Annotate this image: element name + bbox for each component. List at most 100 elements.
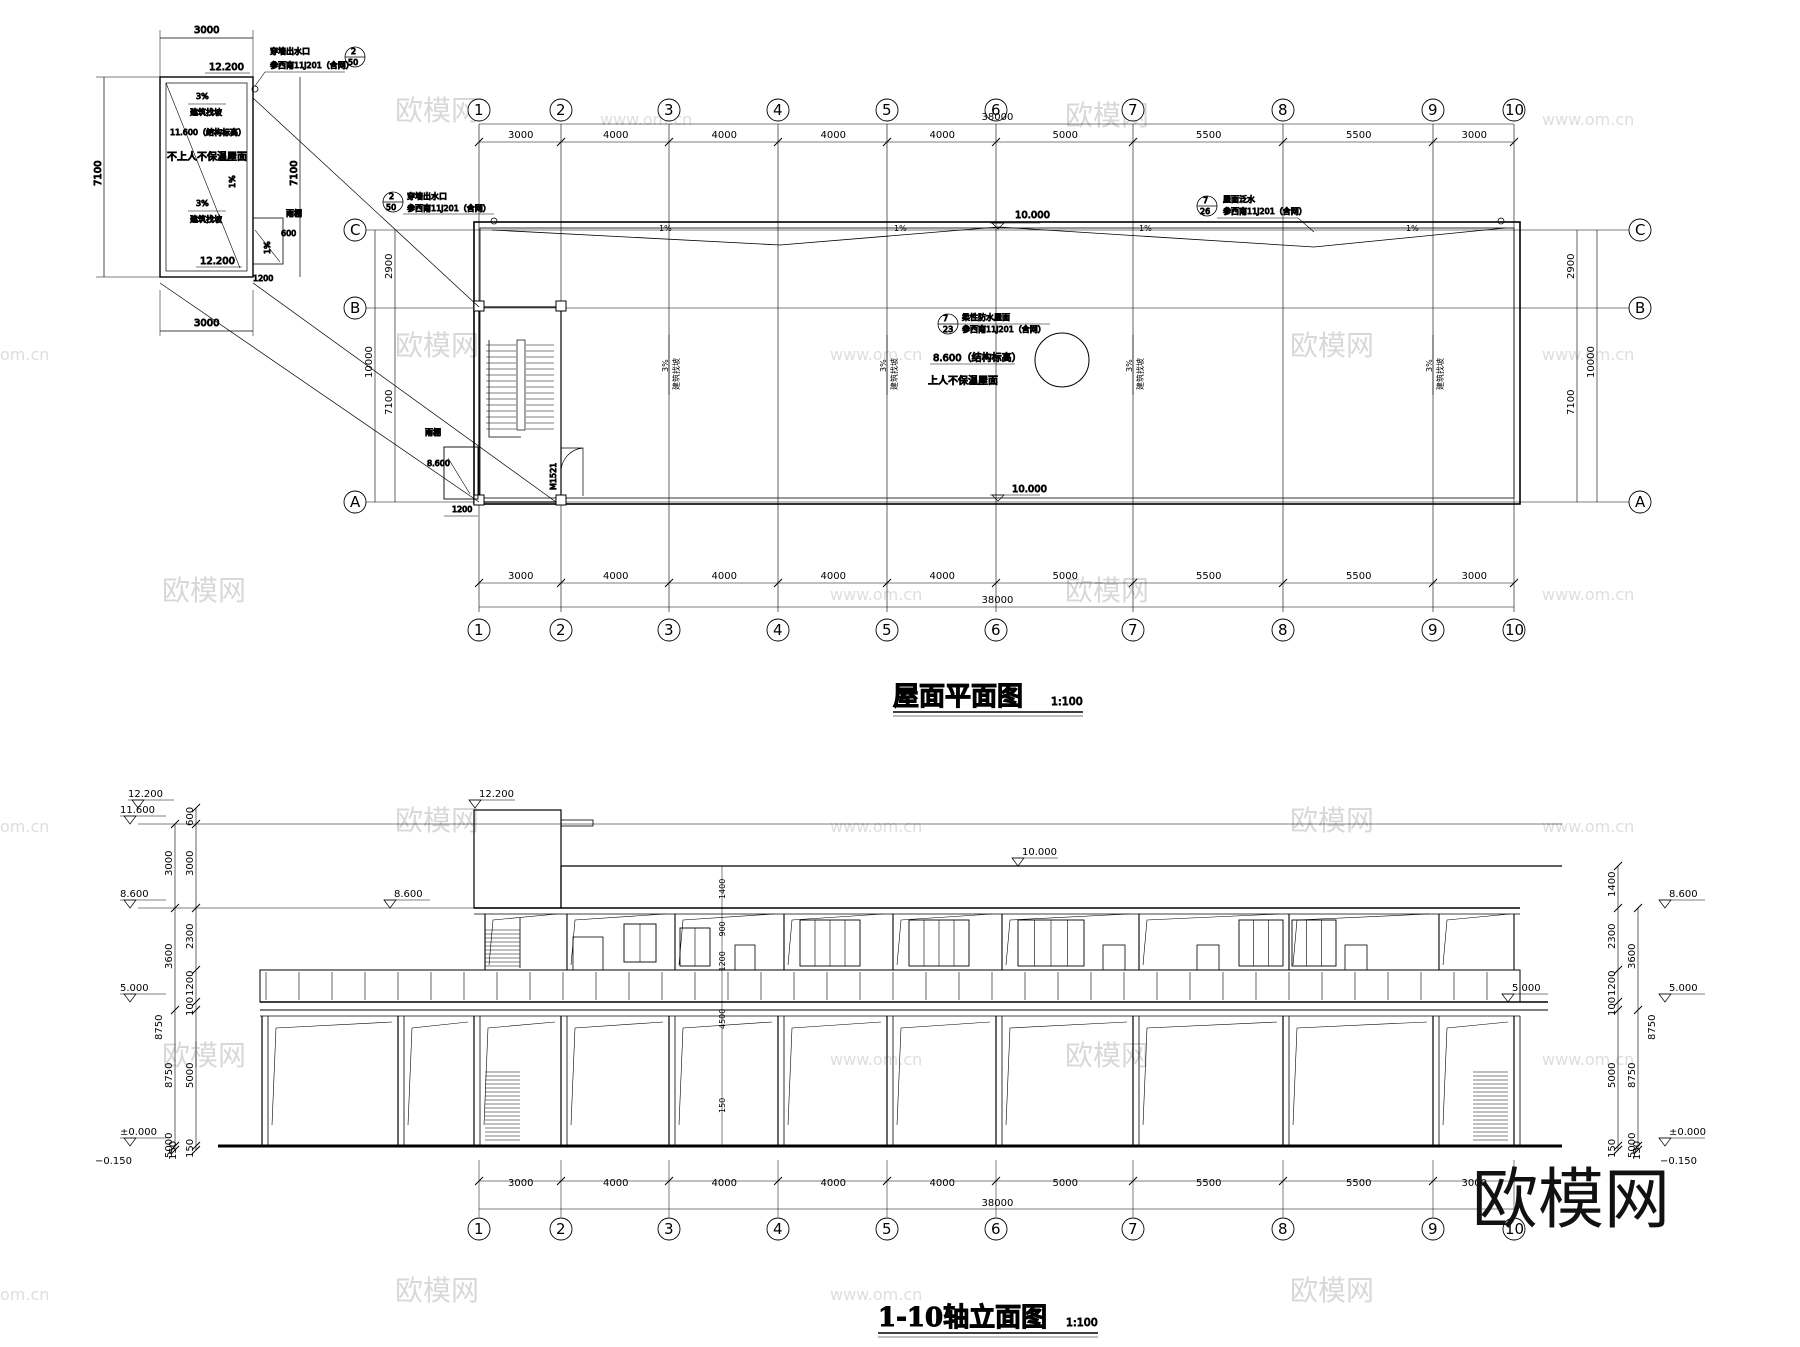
watermark-url: www.om.cn	[1542, 817, 1634, 836]
watermark-url-edge: om.cn	[0, 345, 49, 364]
axis-bubble-4-top	[766, 98, 790, 122]
dim-span-1-top: 3000	[508, 130, 533, 141]
ele-axis-bubble-6	[984, 1217, 1008, 1241]
lvl-right-8600-text: 8.600	[1669, 889, 1698, 900]
vdim-left-inner-label: 600	[185, 807, 196, 826]
slope-1pct: 1%	[659, 224, 672, 233]
dim-total-text-top: 38000	[982, 112, 1014, 123]
axis-bubble-6-bottom	[984, 618, 1008, 642]
inset-inner	[165, 82, 248, 272]
lvl-left-12200-text: 12.200	[128, 789, 163, 800]
axis-label-7-top: 7	[1128, 101, 1138, 119]
watermark-brand: 欧模网	[395, 804, 479, 837]
ele-axis-bubble-9	[1421, 1217, 1445, 1241]
watermark-brand: 欧模网	[395, 329, 479, 362]
outlet-ref-bottom: 26	[1200, 207, 1210, 216]
vdim-left-inner-tick	[191, 1141, 201, 1151]
ele-dim-tick	[882, 1176, 892, 1186]
dim-tick	[474, 578, 484, 588]
corner-logo: 欧模网	[1472, 1161, 1670, 1238]
inset-leader-1	[252, 97, 480, 308]
waterproof-ref-top: 7	[943, 314, 948, 323]
roof-outline	[473, 221, 1521, 505]
ele-axis-label-2: 2	[556, 1220, 566, 1238]
axis-label-6-top: 6	[991, 101, 1001, 119]
inset-shed	[252, 217, 284, 265]
dim-span-8-top: 5500	[1346, 130, 1371, 141]
vdim-left-outer-tick	[170, 903, 180, 913]
dim-span-3-top: 4000	[712, 130, 737, 141]
watermark-brand: 欧模网	[162, 1039, 246, 1072]
slope-1pct: 1%	[894, 224, 907, 233]
axis-bubble-B-right	[1628, 296, 1652, 320]
column-a2	[555, 494, 567, 506]
vdim-right-inner-label: 100	[1607, 997, 1618, 1016]
dim-span-6-top: 5000	[1053, 130, 1078, 141]
vdim-center-label: 1200	[718, 951, 727, 971]
axis-label-10-top: 10	[1505, 101, 1524, 119]
outlet-note: 屋面泛水	[1223, 194, 1255, 204]
elevation-scale: 1:100	[1066, 1316, 1098, 1329]
vdim-right-150: 150	[1632, 1141, 1643, 1160]
axis-label-4-bottom: 4	[773, 621, 783, 639]
vdim-left-inner-tick	[191, 965, 201, 975]
axis-bubble-3-bottom	[657, 618, 681, 642]
lvl-left-8600-text: 8.600	[120, 889, 149, 900]
dim-span-4-top: 4000	[821, 130, 846, 141]
vdim-left-inner-label: 150	[185, 1139, 196, 1158]
dim-span-2-top: 4000	[603, 130, 628, 141]
ele-dim-tick	[991, 1176, 1001, 1186]
stair-roof-inset: 3000 3000 7100 7100 12.200 12.200 11.600…	[93, 25, 366, 336]
stair-rail	[488, 340, 521, 438]
ele-dim-tick	[474, 1176, 484, 1186]
axis-bubble-3-top	[657, 98, 681, 122]
stair-tower	[473, 809, 562, 909]
ele-dim-tick	[1428, 1176, 1438, 1186]
ele-dim-span-9: 3000	[1462, 1178, 1487, 1189]
watermark-brand: 欧模网	[1065, 1039, 1149, 1072]
roof-label: 上人不保温屋面	[928, 374, 998, 387]
lvl-right-000-text: ±0.000	[1669, 1127, 1706, 1138]
vdim-left-inner-label: 2300	[185, 924, 196, 949]
dim-span-6-bottom: 5000	[1053, 571, 1078, 582]
dim-tick	[1509, 137, 1519, 147]
lvl-right-5000-mark	[1501, 993, 1515, 1003]
overflow-atlas: 参西南11J201（含网）	[407, 203, 491, 213]
inset-dim-600: 600	[281, 229, 296, 238]
elevation-stairs	[485, 918, 1508, 1141]
axis-bubble-A-right	[1628, 490, 1652, 514]
slope-find: 建筑找坡	[1135, 358, 1145, 390]
axis-bubble-C-left	[343, 218, 367, 242]
outlet-ref-top: 7	[1203, 196, 1208, 205]
dim-tick	[1509, 578, 1519, 588]
lvl-left-5000-mark	[123, 993, 137, 1003]
dim-tick	[773, 137, 783, 147]
dim-vspan-1: 2900	[1566, 254, 1577, 279]
inset-height-left: 7100	[93, 161, 104, 186]
window	[1291, 919, 1337, 967]
axis-label-4-top: 4	[773, 101, 783, 119]
dim-tick	[556, 578, 566, 588]
watermark-url-edge: om.cn	[0, 817, 49, 836]
ele-axis-bubble-10	[1502, 1217, 1526, 1241]
elevation-levels: 12.20011.6008.6005.000±0.000−0.15012.200…	[95, 789, 1706, 1167]
vdim-left-inner-label: 1200	[185, 971, 196, 996]
dim-tick	[1278, 137, 1288, 147]
waterproof-note: 柔性防水屋面	[962, 312, 1010, 322]
ele-dim-tick	[556, 1176, 566, 1186]
watermark-url: www.om.cn	[830, 817, 922, 836]
vdim-left-inner-tick	[191, 803, 201, 813]
axis-label-7-bottom: 7	[1128, 621, 1138, 639]
ele-axis-bubble-1	[467, 1217, 491, 1241]
bay-door-mark	[1142, 1021, 1278, 1126]
ele-dim-tick	[773, 1176, 783, 1186]
rain-shed-diag	[447, 457, 471, 495]
vdim-right-outer-tick	[1633, 1005, 1643, 1015]
bay-door-mark	[570, 1021, 664, 1126]
axis-label-3-top: 3	[664, 101, 674, 119]
vdim-left-inner-tick	[191, 1145, 201, 1155]
bay-door-mark	[1292, 1021, 1428, 1126]
dim-tick	[474, 137, 484, 147]
inset-width-top: 3000	[194, 25, 219, 36]
vdim-right-inner-tick	[1613, 997, 1623, 1007]
